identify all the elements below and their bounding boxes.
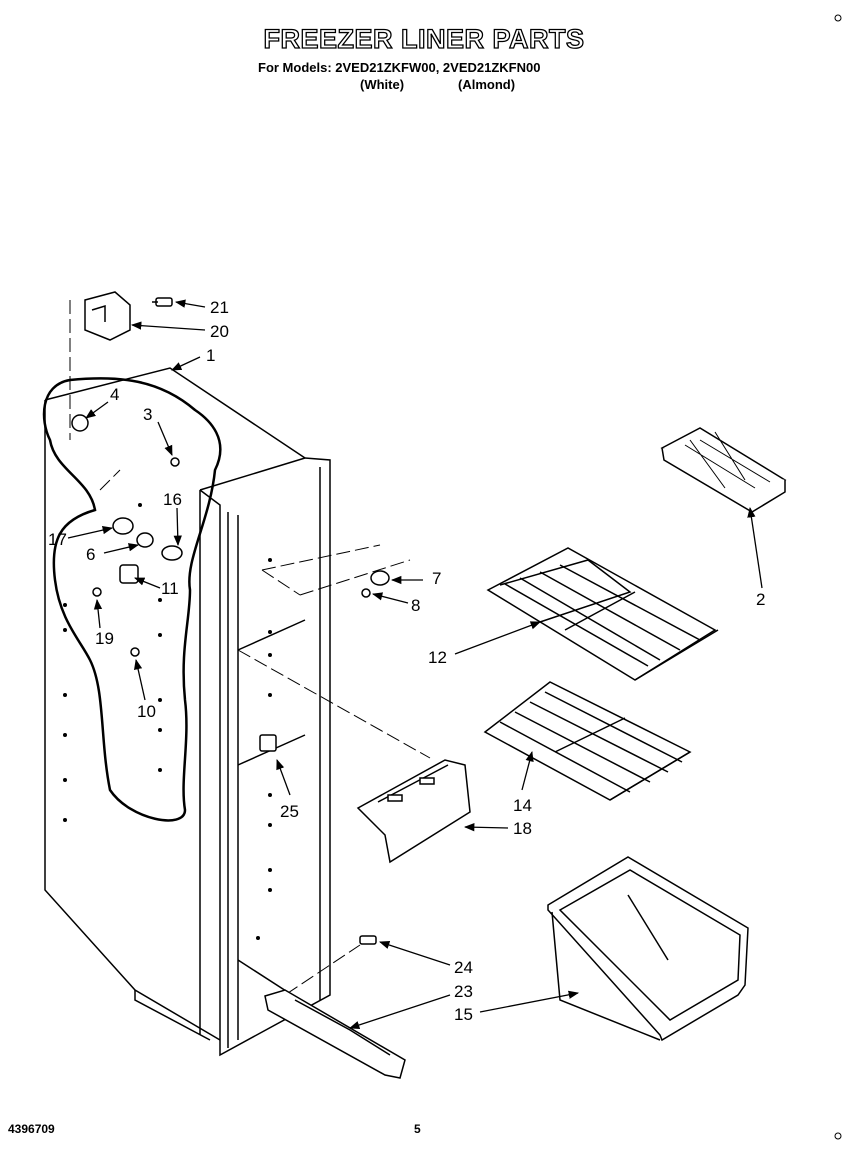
callout-25: 25 xyxy=(280,802,299,821)
shelf-support-18 xyxy=(356,759,471,864)
doc-number: 4396709 xyxy=(8,1122,55,1136)
plug-4 xyxy=(71,414,89,432)
screw-24 xyxy=(359,935,377,945)
callout-24: 24 xyxy=(454,958,473,977)
callout-17: 17 xyxy=(48,530,67,549)
socket-17 xyxy=(112,517,134,535)
page-number: 5 xyxy=(414,1122,421,1136)
part-6 xyxy=(136,532,154,548)
ice-tray xyxy=(660,427,787,513)
dashed-leaders xyxy=(69,300,431,1006)
switch-11 xyxy=(119,564,139,584)
shelf-12 xyxy=(486,547,719,681)
screw-19 xyxy=(92,587,102,597)
callout-10: 10 xyxy=(137,702,156,721)
control-housing xyxy=(84,291,131,341)
bearing-7 xyxy=(370,570,390,586)
side-wall-holes xyxy=(63,503,272,940)
bulb-16 xyxy=(161,545,183,561)
clip-25 xyxy=(259,734,277,752)
callout-labels: 21 20 1 4 3 16 17 6 11 19 10 7 8 2 12 14… xyxy=(48,298,765,1024)
callout-12: 12 xyxy=(428,648,447,667)
callout-18: 18 xyxy=(513,819,532,838)
callout-11: 11 xyxy=(161,579,179,598)
callout-14: 14 xyxy=(513,796,532,815)
rail-23 xyxy=(264,989,406,1079)
screw-3 xyxy=(170,457,180,467)
callout-21: 21 xyxy=(210,298,229,317)
callout-2: 2 xyxy=(756,590,765,609)
callout-3: 3 xyxy=(143,405,152,424)
callout-16: 16 xyxy=(163,490,182,509)
page-title: FREEZER LINER PARTS xyxy=(263,23,585,54)
screw-21 xyxy=(152,297,173,307)
callout-6: 6 xyxy=(86,545,95,564)
callout-arrows xyxy=(67,299,763,1030)
screw-10 xyxy=(130,647,140,657)
callout-8: 8 xyxy=(411,596,420,615)
callout-4: 4 xyxy=(110,385,119,404)
screw-8 xyxy=(361,588,371,598)
callout-23: 23 xyxy=(454,982,473,1001)
models-line: For Models: 2VED21ZKFW00, 2VED21ZKFN00 xyxy=(258,60,541,75)
heater-loop xyxy=(42,377,222,822)
callout-1: 1 xyxy=(206,346,215,365)
variant-white: (White) xyxy=(360,77,405,92)
callout-7: 7 xyxy=(432,569,441,588)
small-parts xyxy=(71,414,390,945)
variant-almond: (Almond) xyxy=(458,77,516,92)
shelf-14 xyxy=(483,681,692,801)
callout-15: 15 xyxy=(454,1005,473,1024)
callout-20: 20 xyxy=(210,322,229,341)
crisper-pan-15 xyxy=(547,856,749,1042)
corner-marks xyxy=(834,14,842,1140)
callout-19: 19 xyxy=(95,629,114,648)
freezer-liner-cabinet xyxy=(44,367,331,1057)
